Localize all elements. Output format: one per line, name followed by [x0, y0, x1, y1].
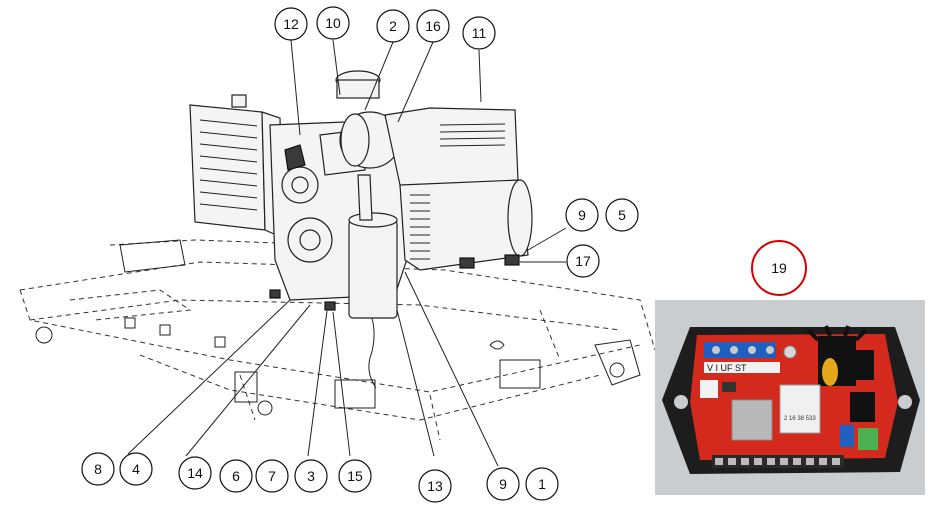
vent-louvers	[439, 123, 506, 147]
svg-text:8: 8	[94, 461, 102, 477]
callout-7: 7	[255, 459, 289, 493]
voltage-regulator-photo: V I UF ST 2 16 38 533	[655, 300, 925, 495]
leader-lines	[127, 39, 567, 467]
svg-text:11: 11	[472, 25, 487, 41]
callout-14: 14	[178, 456, 212, 490]
callout-4: 4	[119, 452, 153, 486]
connector-strip	[712, 455, 844, 468]
svg-text:4: 4	[132, 461, 140, 477]
mounting-hole-right	[898, 395, 912, 409]
svg-text:7: 7	[268, 468, 276, 484]
terminal-labels: V I UF ST	[707, 363, 747, 373]
callout-1: 1	[525, 467, 559, 501]
radiator-core	[199, 119, 258, 211]
svg-text:13: 13	[427, 478, 443, 494]
svg-text:9: 9	[578, 207, 586, 223]
svg-text:15: 15	[347, 468, 363, 484]
svg-text:10: 10	[325, 15, 341, 31]
svg-text:5: 5	[618, 207, 626, 223]
svg-text:17: 17	[575, 253, 591, 269]
callout-15: 15	[338, 459, 372, 493]
svg-text:1: 1	[538, 476, 546, 492]
svg-text:14: 14	[187, 465, 203, 481]
chip-code: 2 16 38 533	[784, 416, 816, 422]
svg-text:6: 6	[232, 468, 240, 484]
alternator-fins	[410, 194, 430, 260]
svg-text:3: 3	[307, 468, 315, 484]
callout-12: 12	[274, 7, 308, 41]
callout-19: 19	[751, 240, 807, 296]
generator-set-drawing	[189, 70, 533, 389]
callout-13: 13	[418, 469, 452, 503]
callout-2: 2	[376, 9, 410, 43]
callout-9-bottom: 9	[486, 467, 520, 501]
skid-base-frame	[19, 239, 656, 441]
callout-11: 11	[462, 16, 496, 50]
callout-17: 17	[566, 244, 600, 278]
callout-8: 8	[81, 452, 115, 486]
heatsink	[806, 325, 875, 422]
callout-10: 10	[316, 6, 350, 40]
svg-text:19: 19	[771, 260, 787, 276]
callout-3: 3	[294, 459, 328, 493]
callout-5: 5	[605, 198, 639, 232]
svg-text:2: 2	[389, 18, 397, 34]
callout-16: 16	[416, 9, 450, 43]
mounting-hole-left	[674, 395, 688, 409]
callout-9-top: 9	[565, 198, 599, 232]
svg-text:9: 9	[499, 476, 507, 492]
callout-6: 6	[219, 459, 253, 493]
svg-text:12: 12	[283, 16, 299, 32]
terminal-block	[704, 342, 776, 358]
svg-text:16: 16	[425, 18, 441, 34]
